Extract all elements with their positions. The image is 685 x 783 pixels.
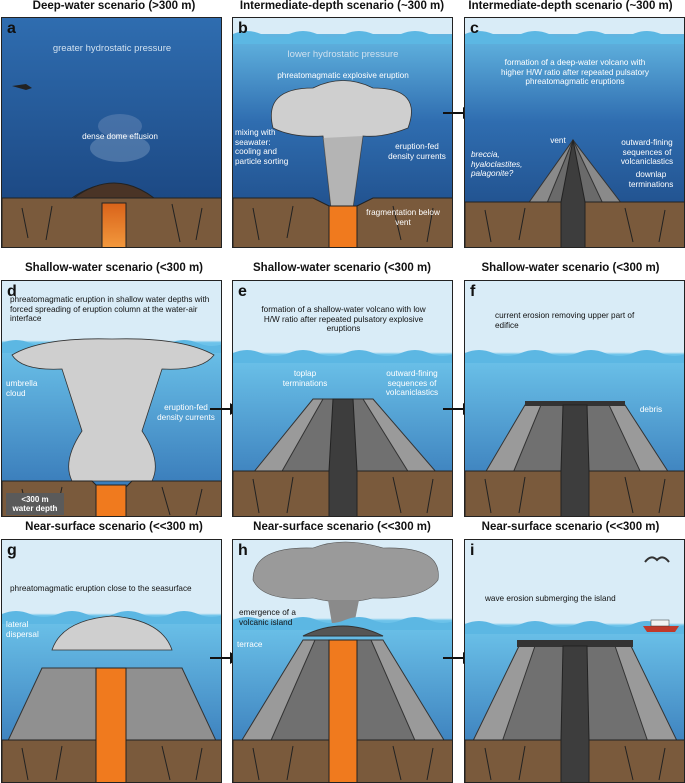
panel-c-illustration: [465, 18, 684, 247]
label-c-vent: vent: [550, 136, 566, 145]
panel-label-d: d: [7, 283, 17, 300]
title-i: Near-surface scenario (<<300 m): [481, 521, 660, 533]
label-b-eruption: phreatomagmatic explosive eruption: [277, 71, 409, 80]
title-b: Intermediate-depth scenario (~300 m): [239, 0, 445, 12]
label-b-frag: fragmentation below vent: [366, 208, 440, 227]
panel-b-illustration: [233, 18, 452, 247]
label-c-downlap: downlap terminations: [628, 170, 674, 189]
panel-f-illustration: [465, 281, 684, 516]
label-e-toplap: toplap terminations: [282, 369, 328, 388]
ship-icon: [643, 619, 679, 632]
panel-label-a: a: [7, 20, 16, 37]
label-d-umbrella: umbrella cloud: [6, 379, 38, 398]
label-a-pressure: greater hydrostatic pressure: [52, 43, 172, 54]
title-a: Deep-water scenario (>300 m): [32, 0, 196, 12]
panel-label-f: f: [470, 283, 476, 300]
label-h-emergence: emergence of a volcanic island: [239, 608, 296, 627]
shark-icon: [12, 84, 32, 90]
title-e: Shallow-water scenario (<300 m): [253, 262, 431, 274]
title-h: Near-surface scenario (<<300 m): [253, 521, 431, 533]
label-b-mixing: mixing with seawater: cooling and partic…: [235, 128, 289, 166]
panel-a-illustration: [2, 18, 221, 247]
panel-i-illustration: [465, 540, 684, 782]
panel-i: i wave erosion submerging the island: [464, 539, 685, 783]
panel-label-h: h: [238, 542, 248, 559]
label-f-erosion: current erosion removing upper part of e…: [495, 311, 635, 330]
label-g-lateral: lateral dispersal: [6, 620, 39, 639]
label-e-formation: formation of a shallow-water volcano wit…: [261, 305, 426, 333]
label-e-fining: outward-fining sequences of volcaniclast…: [385, 369, 439, 397]
panel-f: f current erosion removing upper part of…: [464, 280, 685, 517]
panel-b: b lower hydrostatic pressure phreatomagm…: [232, 17, 453, 248]
title-d: Shallow-water scenario (<300 m): [25, 262, 203, 274]
panel-h: h emergence of a volcanic island terrace: [232, 539, 453, 783]
label-b-currents: eruption-fed density currents: [388, 142, 446, 161]
panel-g: g phreatomagmatic eruption close to the …: [1, 539, 222, 783]
label-c-fining: outward-fining sequences of volcaniclast…: [620, 138, 674, 166]
label-c-breccia: breccia, hyaloclastites, palagonite?: [471, 150, 523, 178]
panel-e-illustration: [233, 281, 452, 516]
panel-c: c formation of a deep-water volcano with…: [464, 17, 685, 248]
panel-label-b: b: [238, 20, 248, 37]
label-d-eruption: phreatomagmatic eruption in shallow wate…: [10, 295, 210, 323]
panel-label-i: i: [470, 542, 475, 559]
label-g-eruption: phreatomagmatic eruption close to the se…: [10, 584, 192, 593]
panel-d-illustration: [2, 281, 221, 516]
label-b-pressure: lower hydrostatic pressure: [287, 49, 399, 60]
title-f: Shallow-water scenario (<300 m): [481, 262, 660, 274]
title-c: Intermediate-depth scenario (~300 m): [468, 0, 673, 12]
panel-label-g: g: [7, 542, 17, 559]
panel-h-illustration: [233, 540, 452, 782]
label-f-debris: debris: [639, 405, 663, 414]
panel-a: a greater hydrostatic pressure dense dom…: [1, 17, 222, 248]
panel-e: e formation of a shallow-water volcano w…: [232, 280, 453, 517]
label-i-wave: wave erosion submerging the island: [485, 594, 616, 603]
label-a-dome: dense dome effusion: [82, 132, 158, 141]
label-h-terrace: terrace: [237, 640, 263, 649]
title-g: Near-surface scenario (<<300 m): [25, 521, 203, 533]
panel-label-c: c: [470, 20, 479, 37]
label-d-currents: eruption-fed density currents: [157, 403, 215, 422]
panel-g-illustration: [2, 540, 221, 782]
bird-icon: [644, 556, 670, 563]
label-d-depth: <300 m water depth: [6, 493, 64, 515]
label-c-formation: formation of a deep-water volcano with h…: [501, 58, 649, 86]
panel-d: d phreatomagmatic eruption in shallow wa…: [1, 280, 222, 517]
panel-label-e: e: [238, 283, 247, 300]
